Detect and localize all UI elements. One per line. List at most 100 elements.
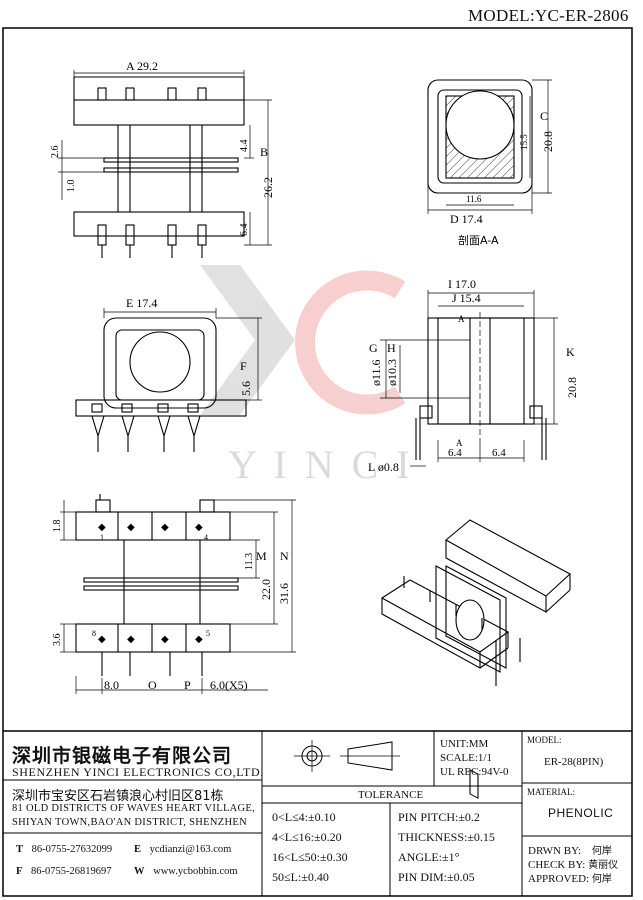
dim-K: K xyxy=(566,345,575,359)
dim-D: D 17.4 xyxy=(450,212,483,226)
tolerance-title: TOLERANCE xyxy=(358,789,424,801)
dim-H: H xyxy=(387,341,396,355)
material-field-label: MATERIAL: xyxy=(527,787,575,797)
tolerance-2: 4<L≤16:±0.20 xyxy=(272,830,342,844)
model-number: MODEL:YC-ER-2806 xyxy=(468,6,629,25)
company-name-cn: 深圳市银磁电子有限公司 xyxy=(12,745,233,767)
title-block-lines xyxy=(3,730,632,896)
front-view xyxy=(75,308,262,452)
section-label: 剖面A-A xyxy=(458,233,499,247)
dim-I: I 17.0 xyxy=(448,277,476,291)
website[interactable]: www.ycbobbin.com xyxy=(153,866,238,877)
dim-O: O xyxy=(148,678,157,692)
bottom-view: ◆ ◆ ◆ ◆ ◆ ◆ ◆ ◆ xyxy=(60,494,296,694)
dim-15-5: 15.5 xyxy=(519,134,529,150)
material-field-value: PHENOLIC xyxy=(548,806,614,820)
pin-pitch: PIN PITCH:±0.2 xyxy=(398,810,480,824)
tel-label: T xyxy=(16,844,24,855)
dim-P: P xyxy=(184,678,191,692)
pin-8: 8 xyxy=(92,629,96,638)
dim-1-0: 1.0 xyxy=(66,180,77,193)
end-view xyxy=(427,79,552,214)
svg-text:◆: ◆ xyxy=(161,634,169,645)
dim-4-4: 4.4 xyxy=(239,140,250,153)
dim-N: N xyxy=(280,549,289,563)
dim-F-val: 5.6 xyxy=(239,381,253,396)
ul-label: UL REC:94V-0 xyxy=(440,766,509,778)
dim-C-val: 20.8 xyxy=(541,131,555,152)
dim-3-6: 3.6 xyxy=(52,634,63,647)
fax-number: 86-0755-26819697 xyxy=(31,866,112,877)
scale-label: SCALE:1/1 xyxy=(440,752,492,764)
fax-label: F xyxy=(16,866,23,877)
dim-B-val: 26.2 xyxy=(261,177,275,198)
model-field-value: ER-28(8PIN) xyxy=(544,756,604,768)
dim-11-6: 11.6 xyxy=(466,194,482,204)
thickness: THICKNESS:±0.15 xyxy=(398,830,495,844)
pin-4: 4 xyxy=(204,533,208,542)
dim-6-4-left: 6.4 xyxy=(448,447,462,459)
approved-name: 何岸 xyxy=(591,874,612,885)
pin-dim: PIN DIM:±0.05 xyxy=(398,870,475,884)
dim-H-val: ø10.3 xyxy=(385,359,399,386)
section-mark-top: A xyxy=(458,314,465,324)
check-by-label: CHECK BY: xyxy=(528,859,586,871)
address-en-line2: SHIYAN TOWN,BAO'AN DISTRICT, SHENZHEN xyxy=(12,817,247,828)
section-mark-bottom: A xyxy=(456,438,463,448)
email-address[interactable]: ycdianzi@163.com xyxy=(149,844,232,855)
drawn-by-name: 何岸 xyxy=(591,846,612,857)
pin-5: 5 xyxy=(206,629,210,638)
approved-label: APPROVED: xyxy=(528,873,590,885)
svg-text:◆: ◆ xyxy=(98,522,106,533)
drawn-by-label: DRWN BY: xyxy=(528,845,582,857)
dim-6-4: 6.4 xyxy=(239,224,250,237)
svg-text:◆: ◆ xyxy=(127,634,135,645)
dim-N-val: 31.6 xyxy=(277,583,291,604)
svg-text:◆: ◆ xyxy=(195,634,203,645)
check-by-name: 黄丽仪 xyxy=(588,860,619,871)
dim-A: A 29.2 xyxy=(126,59,158,73)
angle: ANGLE:±1° xyxy=(398,850,460,864)
yinci-watermark-logo: Y I N C I xyxy=(200,265,414,487)
company-name-en: SHENZHEN YINCI ELECTRONICS CO,LTD. xyxy=(12,765,264,779)
dim-L: L ø0.8 xyxy=(368,460,399,474)
svg-text:◆: ◆ xyxy=(195,522,203,533)
tolerance-1: 0<L≤4:±0.10 xyxy=(272,810,336,824)
model-field-label: MODEL: xyxy=(527,735,562,745)
dim-B: B xyxy=(260,145,268,159)
dim-F: F xyxy=(240,359,247,373)
dim-1-8: 1.8 xyxy=(52,520,63,533)
dim-M-val: 22.0 xyxy=(259,579,273,600)
svg-text:◆: ◆ xyxy=(127,522,135,533)
dim-G: G xyxy=(369,341,378,355)
isometric-view xyxy=(380,519,571,799)
svg-text:◆: ◆ xyxy=(161,522,169,533)
tolerance-3: 16<L≤50:±0.30 xyxy=(272,850,348,864)
dim-6-4-right: 6.4 xyxy=(492,447,506,459)
dimension-labels: A 29.2 B 26.2 4.4 6.4 2.6 1.0 C 20.8 15.… xyxy=(50,59,579,692)
tolerance-4: 50≤L:±0.40 xyxy=(272,870,329,884)
section-view xyxy=(380,290,558,467)
side-view xyxy=(58,70,272,258)
dim-J: J 15.4 xyxy=(452,291,481,305)
email-label: E xyxy=(134,844,142,855)
web-label: W xyxy=(134,866,145,877)
address-en-line1: 81 OLD DISTRICTS OF WAVES HEART VILLAGE, xyxy=(12,803,256,814)
dim-11-3: 11.3 xyxy=(244,553,255,570)
tel-number: 86-0755-27632099 xyxy=(31,844,113,855)
dim-M: M xyxy=(256,549,267,563)
dim-G-val: ø11.6 xyxy=(369,359,383,386)
dim-C: C xyxy=(540,109,548,123)
pin-1: 1 xyxy=(100,533,104,542)
dim-K-val: 20.8 xyxy=(565,377,579,398)
watermark-text: Y I N C I xyxy=(228,442,414,487)
unit-label: UNIT:MM xyxy=(440,738,489,750)
dim-2-6: 2.6 xyxy=(50,146,61,159)
dim-6-0-x5: 6.0(X5) xyxy=(210,678,248,692)
dim-8-0: 8.0 xyxy=(104,678,119,692)
svg-text:◆: ◆ xyxy=(98,634,106,645)
dim-E: E 17.4 xyxy=(126,296,157,310)
address-cn: 深圳市宝安区石岩镇浪心村旧区81栋 xyxy=(12,789,224,804)
